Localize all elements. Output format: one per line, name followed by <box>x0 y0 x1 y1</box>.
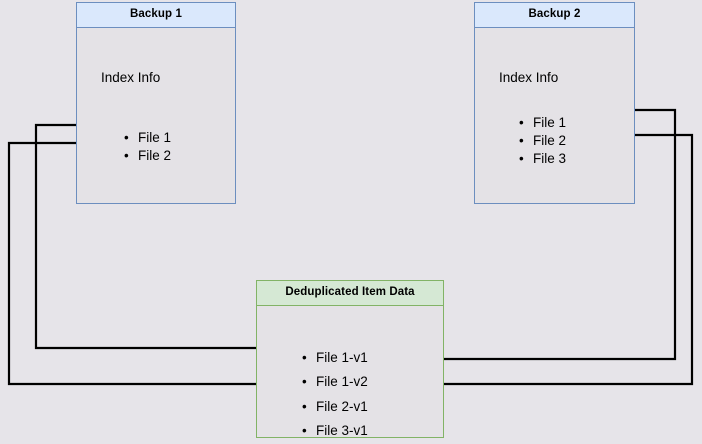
backup-1-file-list: File 1 File 2 <box>124 129 171 165</box>
node-backup-1-title: Backup 1 <box>77 3 235 28</box>
list-item[interactable]: File 3-v1 <box>302 419 368 444</box>
node-backup-1[interactable]: Backup 1 Index Info File 1 File 2 <box>76 2 236 204</box>
list-item[interactable]: File 1-v1 <box>302 346 368 371</box>
list-item[interactable]: File 1-v2 <box>302 370 368 395</box>
dedup-item-list: File 1-v1 File 1-v2 File 2-v1 File 3-v1 <box>302 346 368 444</box>
node-deduplicated-item-data-title: Deduplicated Item Data <box>257 281 443 306</box>
backup-2-index-label: Index Info <box>499 69 559 85</box>
list-item[interactable]: File 1 <box>519 114 566 132</box>
list-item[interactable]: File 2 <box>519 132 566 150</box>
list-item[interactable]: File 2-v1 <box>302 395 368 420</box>
list-item[interactable]: File 3 <box>519 150 566 168</box>
node-backup-2[interactable]: Backup 2 Index Info File 1 File 2 File 3 <box>474 2 635 204</box>
backup-2-file-list: File 1 File 2 File 3 <box>519 114 566 168</box>
list-item[interactable]: File 2 <box>124 147 171 165</box>
node-deduplicated-item-data[interactable]: Deduplicated Item Data File 1-v1 File 1-… <box>256 280 444 443</box>
backup-1-index-label: Index Info <box>101 69 161 85</box>
list-item[interactable]: File 1 <box>124 129 171 147</box>
node-backup-2-title: Backup 2 <box>475 3 634 28</box>
